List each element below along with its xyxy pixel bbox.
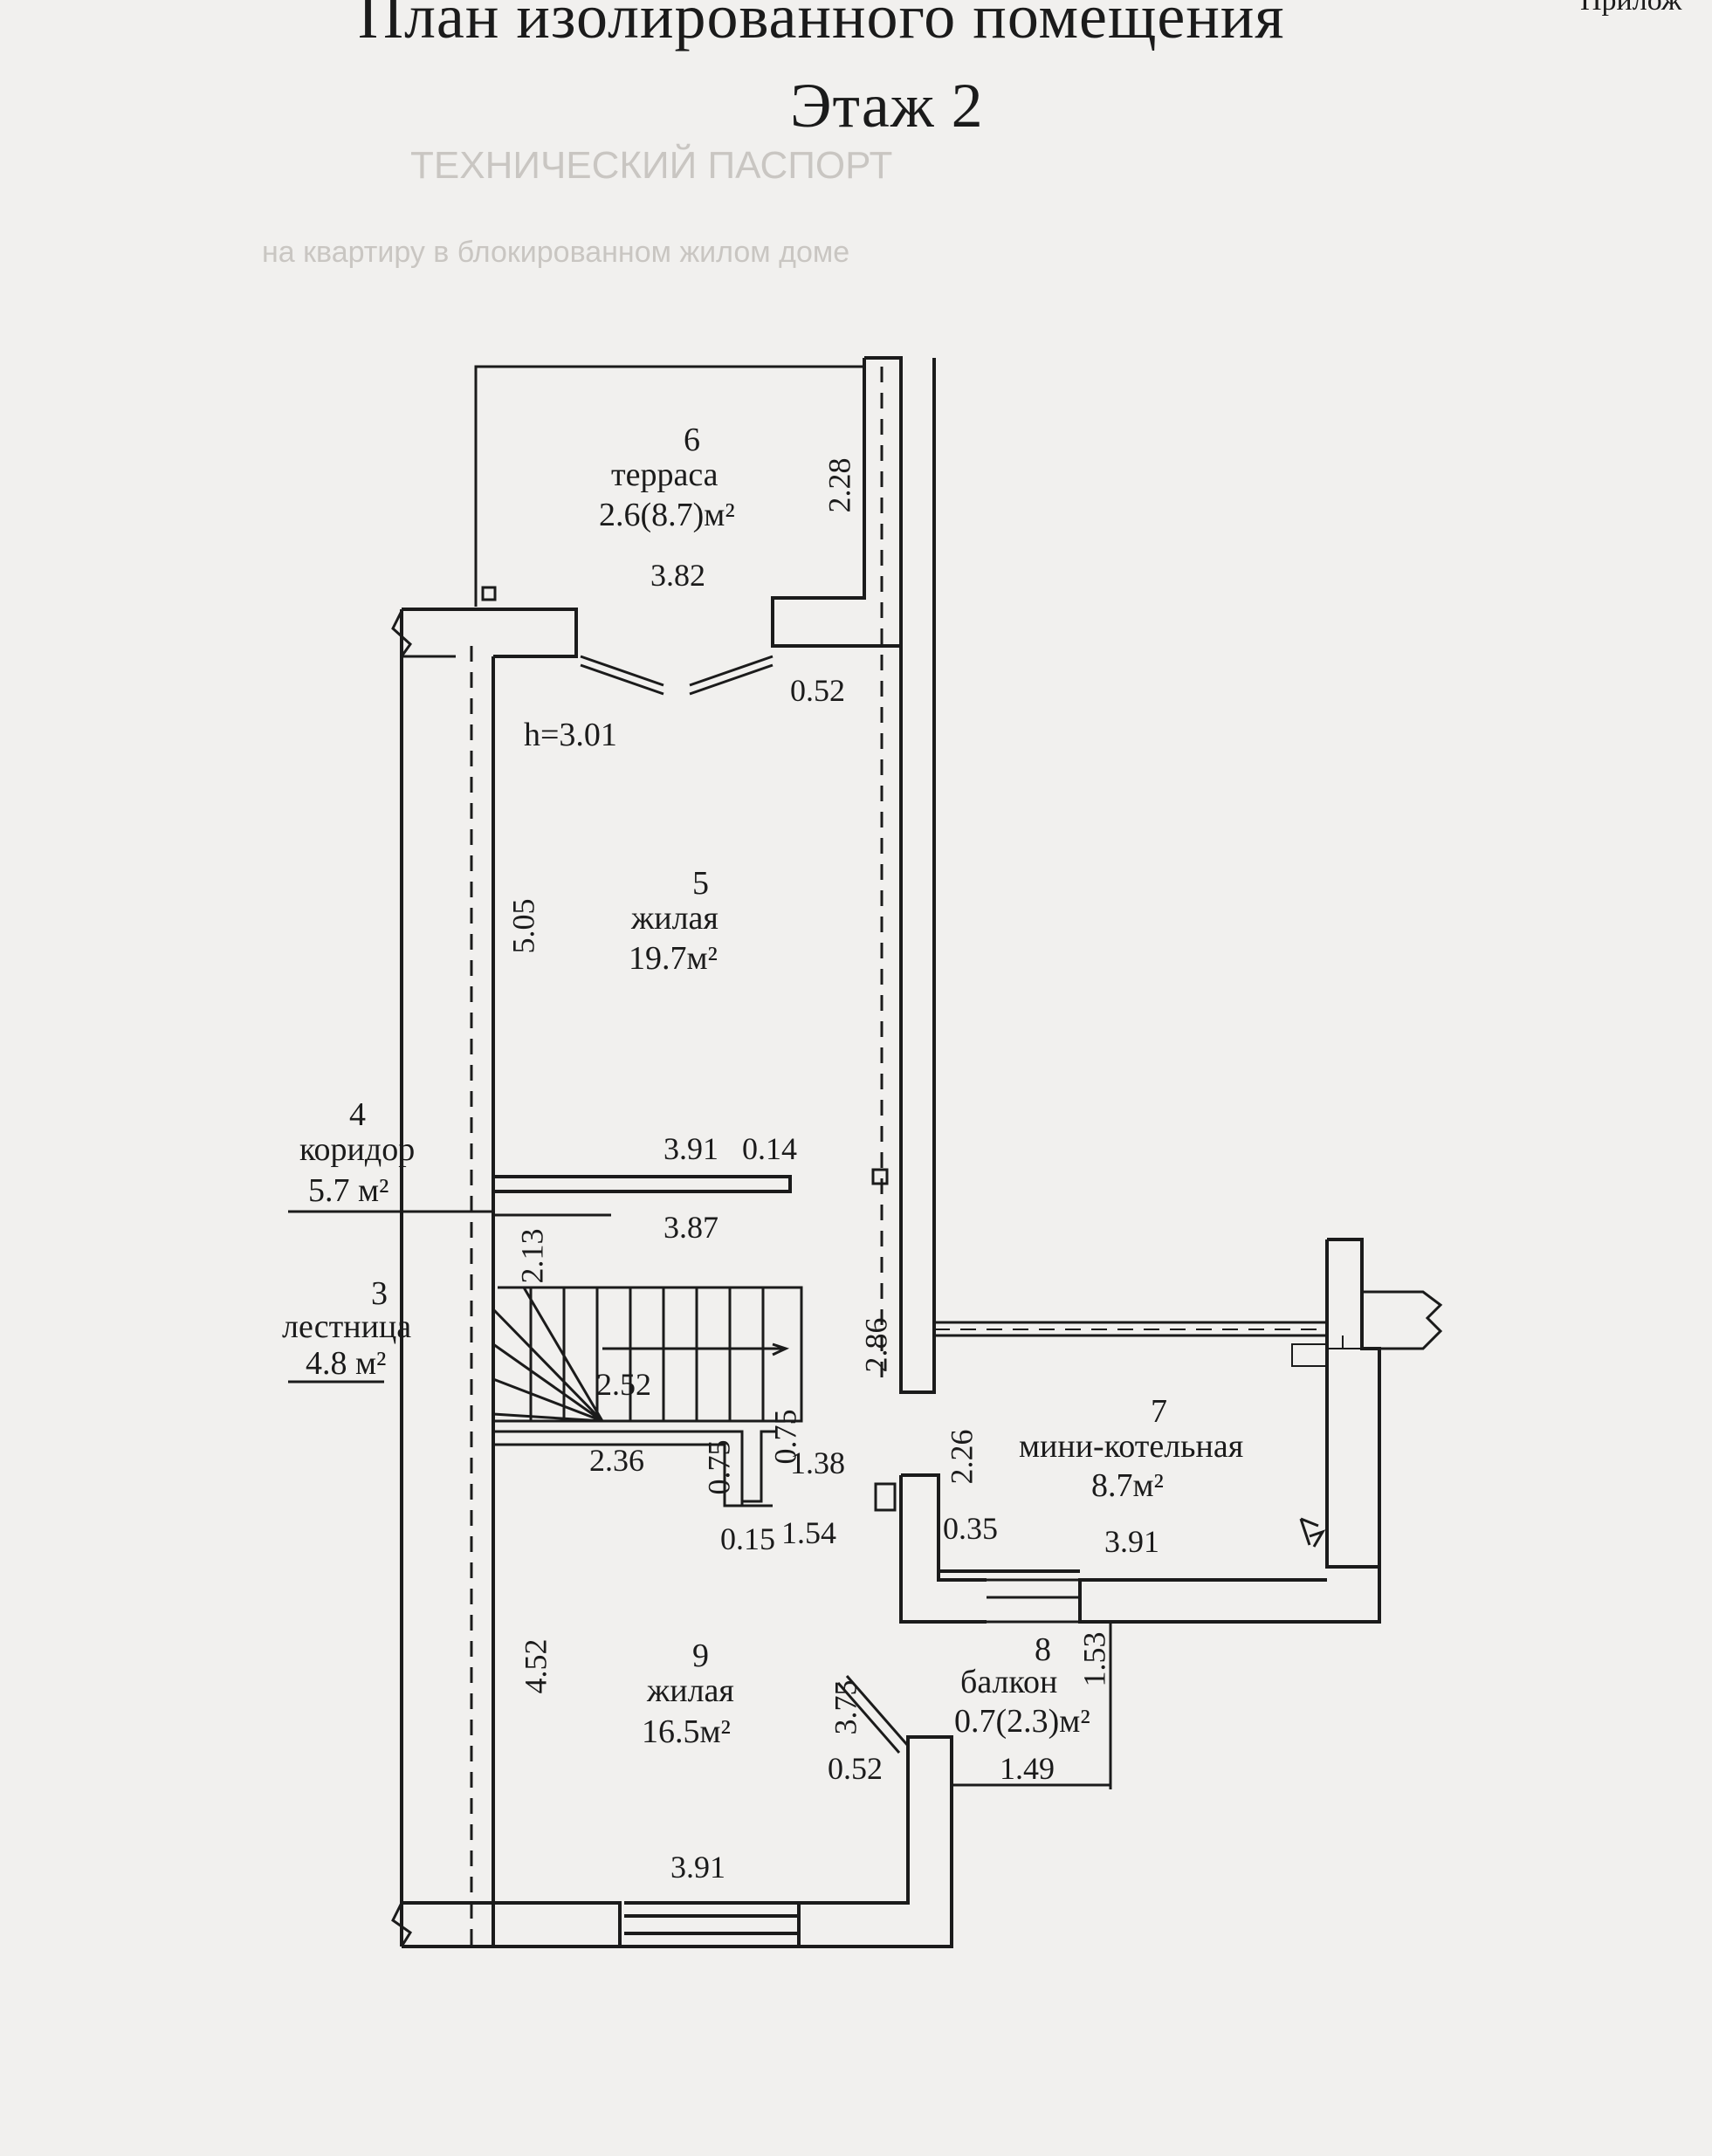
dim-terrace-width: 3.82 — [650, 558, 705, 593]
room-6-number: 6 — [684, 422, 700, 458]
dim-corridor-width: 3.87 — [663, 1210, 718, 1245]
dim-partition: 0.14 — [742, 1131, 797, 1166]
room-4-name: коридор — [299, 1131, 416, 1168]
room-5-number: 5 — [692, 865, 709, 902]
dim-room9-length: 4.52 — [518, 1638, 553, 1694]
room-5-area: 19.7м² — [629, 940, 718, 977]
room-4-area: 5.7 м² — [308, 1172, 389, 1209]
dim-balcony-width: 1.49 — [1000, 1751, 1055, 1786]
room-8-area: 0.7(2.3)м² — [954, 1703, 1090, 1740]
room-8-number: 8 — [1035, 1631, 1051, 1668]
dim-stair-step-1: 0.75 — [701, 1439, 737, 1495]
dim-boiler-width: 3.91 — [1104, 1524, 1159, 1559]
dim-corridor-length: 2.13 — [514, 1228, 550, 1284]
dim-room9-wall: 0.52 — [828, 1751, 883, 1786]
dim-balcony-depth: 1.53 — [1076, 1631, 1112, 1687]
room-4-number: 4 — [349, 1096, 366, 1133]
terrace-outline — [474, 365, 864, 607]
room-3-name: лестница — [282, 1308, 412, 1345]
corridor-partition — [493, 1175, 792, 1193]
boiler-room — [874, 1238, 1443, 1624]
dim-niche: 1.54 — [781, 1515, 836, 1550]
terrace-post — [481, 586, 497, 601]
room-5-name: жилая — [631, 900, 718, 937]
ghost-heading: ТЕХНИЧЕСКИЙ ПАСПОРТ — [410, 144, 893, 187]
dim-room5-right: 2.86 — [858, 1317, 894, 1373]
dim-boiler-height: 2.26 — [944, 1429, 980, 1485]
room-7-name: мини-котельная — [1019, 1428, 1244, 1465]
room-3-area: 4.8 м² — [306, 1345, 387, 1382]
stairs — [492, 1286, 803, 1423]
room-7-area: 8.7м² — [1091, 1467, 1164, 1504]
dim-room5-length: 5.05 — [505, 898, 541, 954]
terrace-door — [580, 655, 773, 696]
room-3-number: 3 — [371, 1275, 388, 1312]
ceiling-height: h=3.01 — [524, 717, 617, 753]
dim-terrace-height: 2.28 — [822, 457, 857, 513]
room-8-name: балкон — [960, 1664, 1058, 1700]
room-7-number: 7 — [1151, 1393, 1167, 1430]
floor-label: Этаж 2 — [790, 71, 984, 141]
room-9-area: 16.5м² — [642, 1713, 731, 1750]
room-9-name: жилая — [647, 1672, 734, 1709]
dim-room5-width: 3.91 — [663, 1131, 718, 1166]
right-wall-upper — [771, 356, 903, 648]
left-wall — [400, 609, 495, 1947]
dim-room9-width: 3.91 — [670, 1850, 725, 1885]
dim-stair-width: 2.52 — [596, 1367, 651, 1402]
room9-door — [836, 1675, 910, 1754]
room-6-area: 2.6(8.7)м² — [599, 497, 735, 533]
dim-room9-door: 3.75 — [828, 1679, 863, 1735]
corner-mark: Прилож — [1580, 0, 1682, 17]
room-6-name: терраса — [611, 457, 718, 493]
bottom-wall — [402, 1901, 799, 1948]
dim-wall-small: 0.15 — [720, 1521, 775, 1556]
plan-title: План изолированного помещения — [358, 0, 1285, 51]
dim-stair-bottom: 2.36 — [589, 1443, 644, 1478]
dim-door-offset: 0.52 — [790, 673, 845, 708]
stair-niche — [493, 1430, 777, 1507]
dim-stair-right: 1.38 — [790, 1445, 845, 1480]
dim-boiler-wall: 0.35 — [943, 1511, 998, 1546]
balcony-outline — [952, 1620, 1112, 1787]
ghost-subheading: на квартиру в блокированном жилом доме — [262, 236, 850, 269]
room-9-number: 9 — [692, 1638, 709, 1674]
